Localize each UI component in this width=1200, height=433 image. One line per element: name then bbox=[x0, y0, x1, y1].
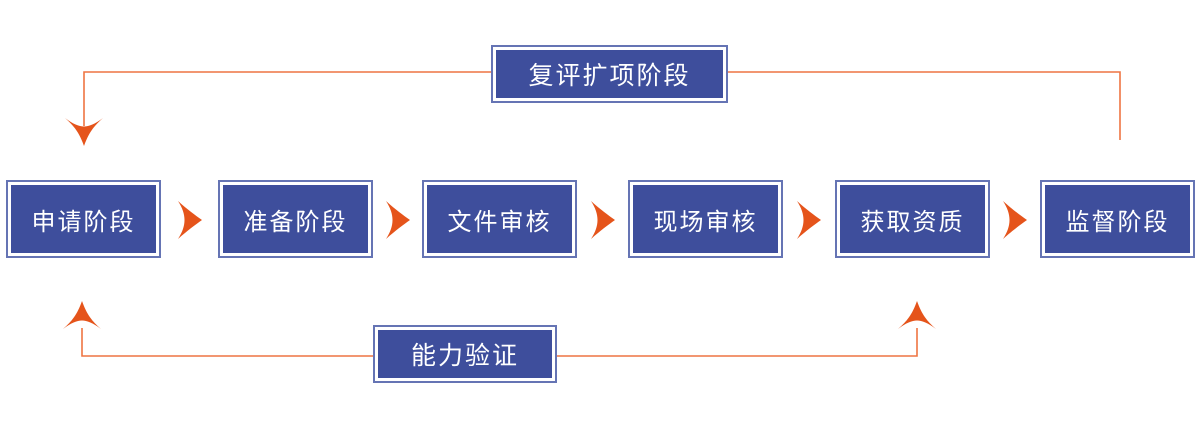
step-label: 获取资质 bbox=[840, 185, 985, 253]
step-document-review: 文件审核 bbox=[422, 180, 577, 258]
step-label: 文件审核 bbox=[427, 185, 572, 253]
label-proficiency-testing: 能力验证 bbox=[373, 325, 557, 383]
step-obtain-qualification: 获取资质 bbox=[835, 180, 990, 258]
down-arrow-icon bbox=[65, 118, 103, 146]
step-label: 申请阶段 bbox=[11, 185, 156, 253]
flow-chevron-icon bbox=[1003, 201, 1027, 239]
step-application-stage: 申请阶段 bbox=[6, 180, 161, 258]
step-label: 准备阶段 bbox=[223, 185, 368, 253]
flow-chevron-icon bbox=[178, 201, 202, 239]
label-reassessment-expansion-stage: 复评扩项阶段 bbox=[491, 45, 728, 103]
step-label: 现场审核 bbox=[633, 185, 778, 253]
up-arrow-icon bbox=[63, 301, 101, 329]
step-label: 监督阶段 bbox=[1045, 185, 1190, 253]
step-onsite-review: 现场审核 bbox=[628, 180, 783, 258]
flow-chevron-icon bbox=[591, 201, 615, 239]
flow-chevron-icon bbox=[386, 201, 410, 239]
top-loop-label: 复评扩项阶段 bbox=[496, 50, 723, 98]
up-arrow-icon bbox=[898, 301, 936, 329]
step-preparation-stage: 准备阶段 bbox=[218, 180, 373, 258]
step-supervision-stage: 监督阶段 bbox=[1040, 180, 1195, 258]
flow-chevron-icon bbox=[797, 201, 821, 239]
bottom-link-label: 能力验证 bbox=[378, 330, 552, 378]
